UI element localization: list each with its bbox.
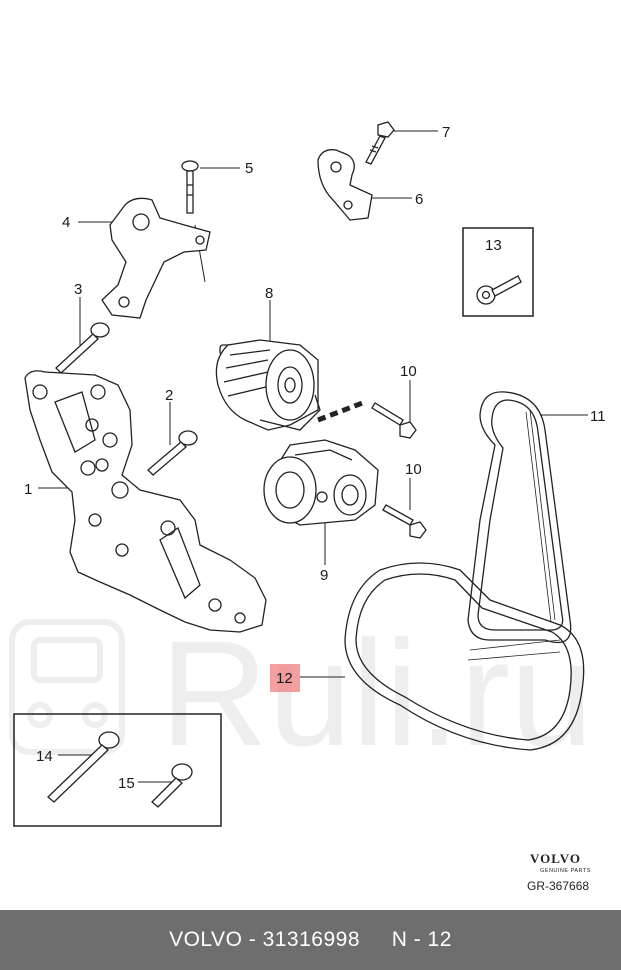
bracket-6 [317, 149, 373, 221]
footer-make: VOLVO [169, 928, 243, 951]
callout-9: 9 [320, 567, 328, 584]
belt-12 [344, 562, 585, 751]
callout-13: 13 [485, 237, 502, 254]
box-14-15 [13, 713, 222, 827]
bolt-3 [55, 322, 110, 374]
exploded-parts-diagram: Ruli.ru [9, 121, 606, 893]
callout-6: 6 [415, 191, 423, 208]
pulley-9 [263, 439, 379, 526]
bolt-10-upper [371, 402, 417, 439]
brand-subtitle: GENUINE PARTS [540, 868, 591, 874]
callout-2: 2 [165, 387, 173, 404]
callout-4: 4 [62, 214, 70, 231]
callout-12: 12 [276, 670, 293, 687]
callout-labels: 1 2 3 4 5 6 7 8 9 10 10 11 12 13 14 15 [24, 124, 606, 792]
leader-lines [38, 130, 588, 783]
bolt-5 [181, 160, 199, 214]
footer-bar: VOLVO - 31316998 N - 12 [0, 910, 621, 970]
footer-sep: - [242, 928, 263, 951]
brand-block: VOLVO GENUINE PARTS GR-367668 [527, 851, 591, 893]
footer-part-number: 31316998 [262, 928, 361, 951]
bolt-14 [47, 731, 120, 803]
belt-11 [467, 391, 572, 644]
diagram-ref-code: GR-367668 [527, 879, 589, 893]
callout-10-lower: 10 [405, 461, 422, 478]
dash-connector [317, 399, 366, 423]
highlight-box-12 [270, 664, 300, 692]
bolt-7 [365, 121, 395, 165]
tensioner-8 [215, 339, 321, 431]
bolt-15 [151, 763, 193, 808]
callout-10-upper: 10 [400, 363, 417, 380]
bracket-4 [101, 197, 211, 319]
brand-logo: VOLVO [530, 851, 581, 866]
bolt-10-lower [382, 504, 427, 539]
callout-15: 15 [118, 775, 135, 792]
callout-3: 3 [74, 281, 82, 298]
footer-diagram-ref: N - 12 [391, 928, 452, 951]
callout-8: 8 [265, 285, 273, 302]
callout-7: 7 [442, 124, 450, 141]
watermark-car-icon [9, 619, 125, 755]
callout-14: 14 [36, 748, 53, 765]
watermark-text: Ruli.ru [160, 609, 593, 777]
callout-11: 11 [590, 408, 606, 425]
callout-1: 1 [24, 481, 32, 498]
box-13 [462, 227, 534, 317]
footer-gap [360, 928, 392, 952]
bolt-13 [476, 275, 522, 305]
callout-5: 5 [245, 160, 253, 177]
bolt-2 [147, 430, 198, 476]
bracket-1 [24, 370, 267, 633]
